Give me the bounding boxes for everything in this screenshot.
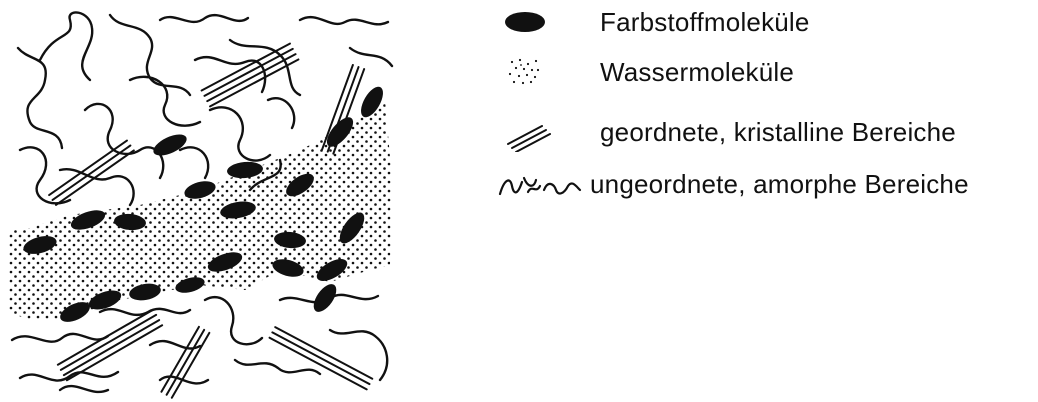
legend-item-amorphous: ungeordnete, amorphe Bereiche [490, 164, 969, 204]
fiber-structure-diagram [0, 0, 420, 402]
parallel-lines-icon [490, 112, 600, 152]
wavy-lines-icon [490, 164, 590, 204]
legend-label-water: Wassermoleküle [600, 57, 794, 88]
legend: Farbstoffmoleküle Wassermoleküle [490, 0, 1035, 402]
legend-label-dye: Farbstoffmoleküle [600, 7, 810, 38]
legend-item-water: Wassermoleküle [490, 52, 794, 92]
legend-item-dye: Farbstoffmoleküle [490, 2, 810, 42]
legend-label-crystalline: geordnete, kristalline Bereiche [600, 117, 956, 148]
stipple-dots-icon [490, 52, 600, 92]
black-ellipse-icon [490, 2, 600, 42]
legend-item-crystalline: geordnete, kristalline Bereiche [490, 112, 956, 152]
legend-label-amorphous: ungeordnete, amorphe Bereiche [590, 169, 969, 200]
